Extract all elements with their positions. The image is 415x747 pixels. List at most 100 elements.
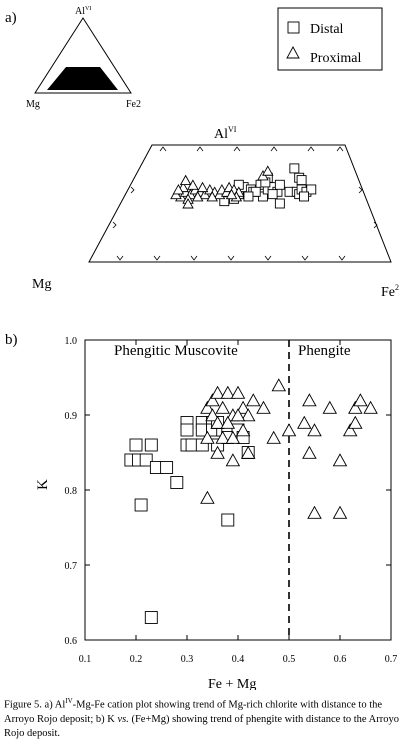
inset-label-right: Fe2 bbox=[126, 99, 141, 110]
ternary-tick bbox=[373, 221, 378, 229]
data-point-proximal bbox=[215, 400, 230, 414]
data-point-proximal bbox=[302, 445, 317, 459]
ternary-tick bbox=[336, 146, 344, 152]
ternary-point-distal bbox=[306, 184, 317, 195]
ternary-point-proximal bbox=[206, 191, 218, 202]
panel-a-label: a) bbox=[5, 10, 17, 26]
ternary-tick bbox=[301, 255, 309, 261]
data-point-proximal bbox=[210, 385, 225, 399]
data-point-proximal bbox=[225, 453, 241, 467]
data-point-proximal bbox=[322, 400, 338, 414]
ternary-point-proximal bbox=[179, 174, 192, 186]
ternary-label-top: AlVI bbox=[214, 125, 237, 142]
data-point-proximal bbox=[302, 393, 317, 407]
data-point-distal bbox=[144, 611, 158, 624]
data-point-proximal bbox=[307, 505, 322, 519]
data-point-distal bbox=[134, 498, 148, 512]
data-point-proximal bbox=[220, 415, 236, 429]
x-tick-label: 0.2 bbox=[130, 654, 143, 665]
data-point-proximal bbox=[210, 415, 225, 429]
ternary-point-distal bbox=[274, 198, 285, 209]
data-point-proximal bbox=[200, 490, 215, 504]
data-point-proximal bbox=[200, 400, 215, 414]
ternary-tick bbox=[358, 186, 363, 194]
data-point-proximal bbox=[210, 445, 225, 459]
data-point-distal bbox=[170, 476, 184, 489]
data-point-proximal bbox=[363, 400, 378, 414]
data-point-distal bbox=[221, 513, 235, 527]
x-tick-label: 0.6 bbox=[334, 654, 347, 665]
ternary-point-proximal bbox=[182, 198, 194, 209]
data-point-proximal bbox=[342, 423, 358, 437]
y-axis-label: K bbox=[35, 479, 51, 490]
ternary-point-proximal bbox=[191, 191, 204, 202]
y-tick-label: 0.6 bbox=[65, 636, 78, 647]
ternary-tick bbox=[233, 146, 241, 152]
data-point-proximal bbox=[240, 408, 256, 422]
data-point-distal bbox=[180, 423, 194, 437]
data-point-proximal bbox=[353, 393, 368, 407]
figure-canvas: a) AlVI Mg Fe2 Distal Proximal AlVI Mg F… bbox=[5, 6, 399, 690]
ternary-point-distal bbox=[299, 191, 309, 202]
y-tick-label: 0.8 bbox=[65, 486, 78, 497]
ternary-tick bbox=[130, 186, 135, 194]
data-point-proximal bbox=[240, 445, 256, 459]
data-point-proximal bbox=[200, 430, 215, 444]
data-point-proximal bbox=[307, 423, 322, 437]
ternary-point-distal bbox=[267, 189, 278, 200]
region-label-right: Phengite bbox=[298, 343, 351, 359]
data-point-distal bbox=[129, 438, 143, 452]
data-point-distal bbox=[144, 438, 158, 452]
x-tick-label: 0.1 bbox=[79, 654, 92, 665]
ternary-tick bbox=[153, 255, 161, 261]
inset-label-top: AlVI bbox=[75, 6, 91, 17]
ternary-tick bbox=[190, 255, 198, 261]
data-point-proximal bbox=[266, 430, 281, 444]
legend: Distal Proximal bbox=[277, 7, 383, 71]
ternary-inset: AlVI Mg Fe2 bbox=[26, 6, 141, 110]
ternary-tick bbox=[116, 255, 124, 261]
data-point-proximal bbox=[256, 400, 271, 414]
legend-triangle-marker bbox=[286, 46, 300, 59]
ternary-point-distal bbox=[289, 163, 300, 174]
data-point-proximal bbox=[230, 408, 246, 422]
scatter-points bbox=[124, 378, 378, 624]
y-tick-label: 0.7 bbox=[65, 561, 78, 572]
legend-square-marker bbox=[287, 21, 300, 34]
inset-field bbox=[47, 67, 118, 90]
ternary-ticks bbox=[112, 146, 378, 261]
ternary-label-left: Mg bbox=[32, 277, 51, 292]
data-point-proximal bbox=[235, 400, 251, 414]
inset-triangle bbox=[34, 17, 132, 94]
ternary-trapezoid bbox=[88, 144, 392, 263]
legend-proximal-label: Proximal bbox=[310, 51, 361, 66]
data-point-proximal bbox=[246, 393, 261, 407]
ternary-tick bbox=[159, 146, 167, 152]
data-point-proximal bbox=[225, 430, 241, 444]
panel-b-label: b) bbox=[5, 332, 18, 348]
ternary-point-proximal bbox=[196, 181, 209, 193]
figure-caption: Figure 5. a) AlIV-Mg-Fe cation plot show… bbox=[4, 697, 399, 739]
ternary-point-distal bbox=[274, 179, 285, 190]
legend-box bbox=[277, 7, 383, 71]
data-point-distal bbox=[139, 453, 153, 467]
ternary-tick bbox=[338, 255, 346, 261]
data-point-proximal bbox=[230, 385, 246, 399]
data-point-proximal bbox=[235, 423, 251, 437]
region-label-left: Phengitic Muscovite bbox=[114, 343, 238, 359]
ternary-point-proximal bbox=[172, 184, 185, 195]
ternary-point-distal bbox=[296, 175, 307, 186]
data-point-proximal bbox=[281, 423, 297, 437]
data-point-proximal bbox=[332, 505, 348, 519]
data-point-proximal bbox=[220, 385, 236, 399]
ternary-main: AlVI Mg Fe2 bbox=[32, 125, 399, 300]
y-tick-label: 0.9 bbox=[65, 411, 78, 422]
ternary-tick bbox=[227, 255, 235, 261]
ternary-tick bbox=[264, 255, 272, 261]
ternary-point-distal bbox=[243, 191, 254, 202]
inset-label-left: Mg bbox=[26, 99, 40, 110]
ternary-tick bbox=[307, 146, 315, 152]
ternary-label-right: Fe2 bbox=[381, 283, 399, 300]
